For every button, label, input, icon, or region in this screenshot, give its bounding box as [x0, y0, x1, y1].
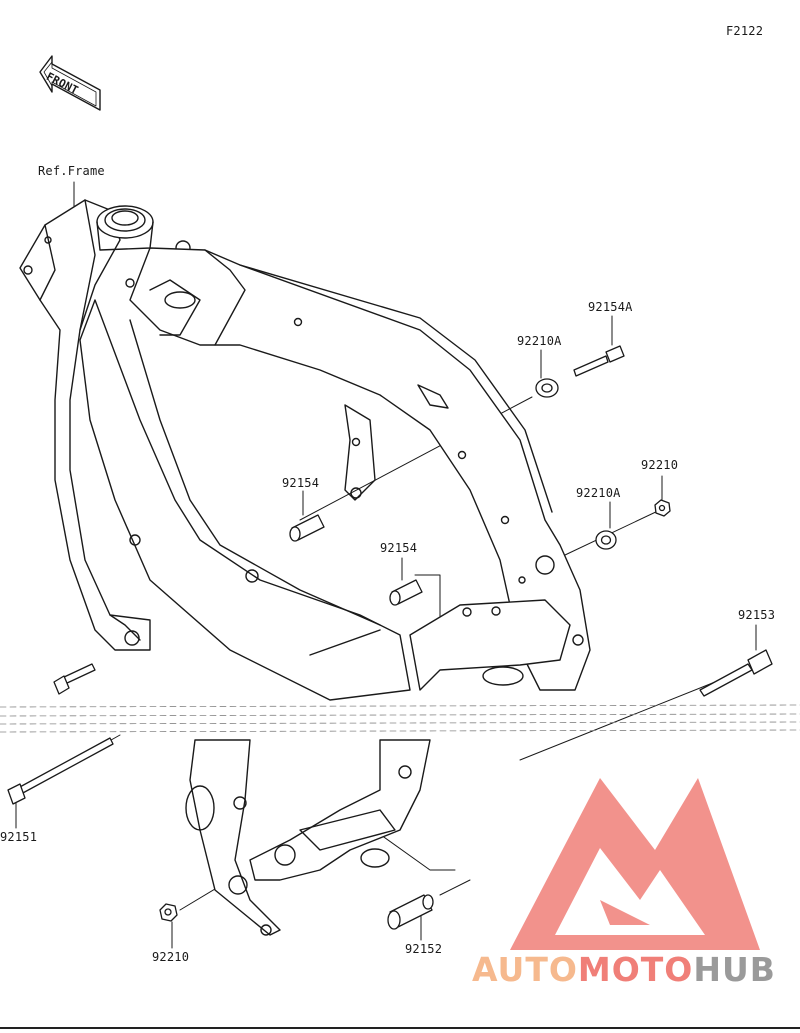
watermark-moto: MOTO [577, 950, 694, 989]
part-label-92154A[interactable]: 92154A [588, 300, 633, 314]
adjuster-92154-b-icon[interactable] [389, 579, 423, 606]
watermark-auto: AUTO [472, 950, 578, 989]
collar-92210A-mid-icon[interactable] [595, 530, 617, 550]
bottom-rule [0, 1027, 800, 1029]
part-label-92152[interactable]: 92152 [405, 942, 443, 956]
frame-lower-pivot [185, 739, 431, 936]
part-label-92210-top[interactable]: 92210 [641, 458, 679, 472]
bolt-92154A-icon[interactable] [573, 345, 625, 377]
watermark-hub: HUB [693, 950, 776, 989]
part-label-92153[interactable]: 92153 [738, 608, 776, 622]
collar-92210A-top-icon[interactable] [535, 378, 559, 398]
part-label-92210A-top[interactable]: 92210A [517, 334, 562, 348]
frame-left-spar [19, 199, 151, 651]
bolt-92153-icon[interactable] [699, 649, 773, 697]
adjuster-92152-icon[interactable] [387, 894, 434, 930]
front-arrow-icon [39, 55, 101, 111]
part-label-92210-bottom[interactable]: 92210 [152, 950, 190, 964]
bolt-left-short-icon[interactable] [53, 663, 96, 695]
part-label-92151[interactable]: 92151 [0, 830, 38, 844]
nut-92210-top-icon[interactable] [654, 499, 671, 517]
part-label-92210A-mid[interactable]: 92210A [576, 486, 621, 500]
adjuster-92154-a-icon[interactable] [289, 514, 325, 542]
steering-head [96, 205, 191, 288]
frame-lower-section [79, 299, 411, 701]
nut-92210-bottom-icon[interactable] [159, 903, 178, 922]
part-label-92154-b[interactable]: 92154 [380, 541, 418, 555]
ref-frame-label: Ref.Frame [38, 164, 105, 178]
part-label-92154-a[interactable]: 92154 [282, 476, 320, 490]
automotohub-logo [510, 778, 760, 950]
figure-code: F2122 [726, 24, 764, 38]
bolt-92151-icon[interactable] [7, 737, 114, 805]
scan-break [0, 704, 800, 733]
watermark-text: AUTOMOTOHUB [472, 950, 776, 989]
pivot-crossmember [409, 555, 584, 691]
